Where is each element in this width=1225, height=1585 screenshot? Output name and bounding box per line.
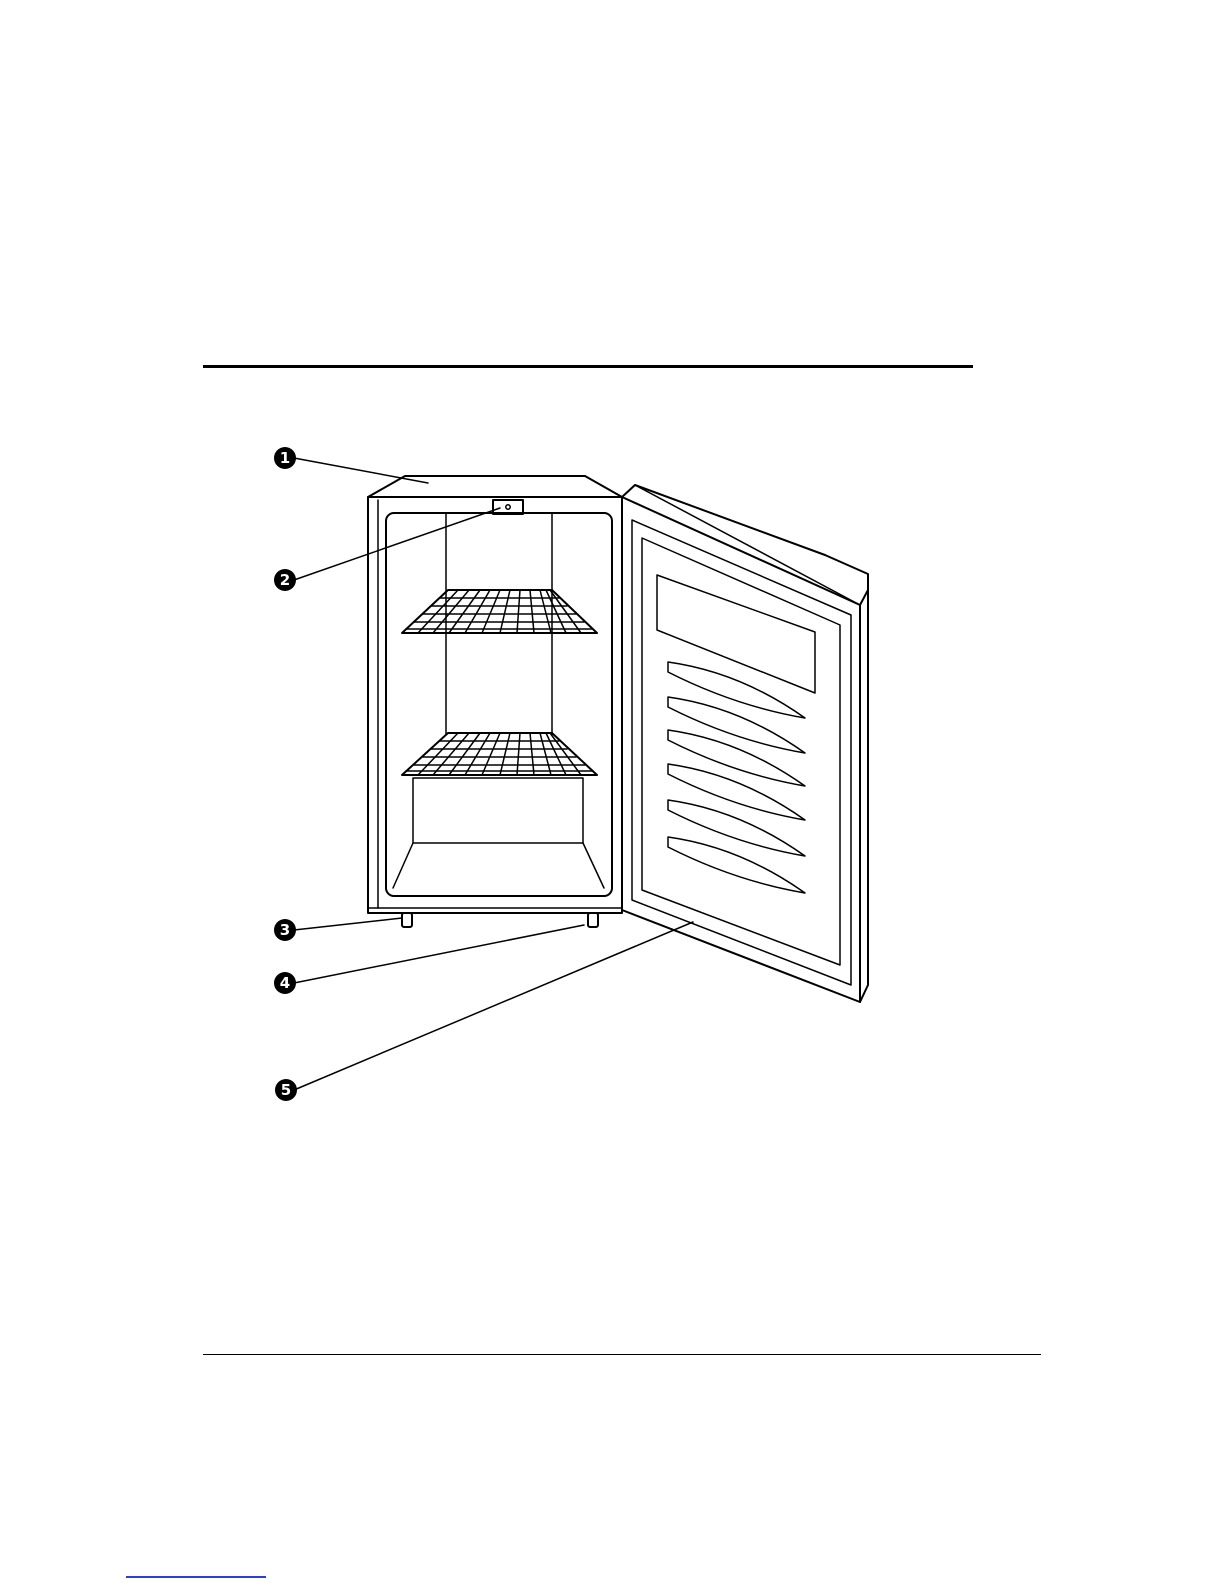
- front-foot: [588, 913, 598, 927]
- leader-line-5: [294, 922, 693, 1090]
- leader-line-3: [294, 918, 402, 930]
- footer-link-underline[interactable]: [126, 1576, 266, 1578]
- callout-number: 4: [280, 974, 290, 992]
- callout-4: 4: [274, 972, 296, 994]
- cabinet: [368, 476, 622, 927]
- leader-line-4: [294, 925, 584, 983]
- leader-line-2: [294, 508, 500, 580]
- leader-line-1: [294, 458, 428, 483]
- callout-2: 2: [274, 569, 296, 591]
- callout-5: 5: [275, 1079, 297, 1101]
- interior-opening: [386, 513, 612, 896]
- callout-3: 3: [274, 919, 296, 941]
- callout-number: 1: [280, 449, 290, 467]
- lower-shelf: [402, 733, 597, 775]
- interior-light: [493, 500, 523, 514]
- callout-number: 2: [280, 571, 290, 589]
- cabinet-front: [368, 497, 622, 913]
- callout-1: 1: [274, 447, 296, 469]
- footer-rule: [203, 1354, 1041, 1355]
- door: [622, 485, 868, 1002]
- callout-number: 5: [281, 1081, 291, 1099]
- rear-foot: [402, 913, 412, 927]
- upper-shelf: [402, 590, 597, 633]
- callout-number: 3: [280, 921, 290, 939]
